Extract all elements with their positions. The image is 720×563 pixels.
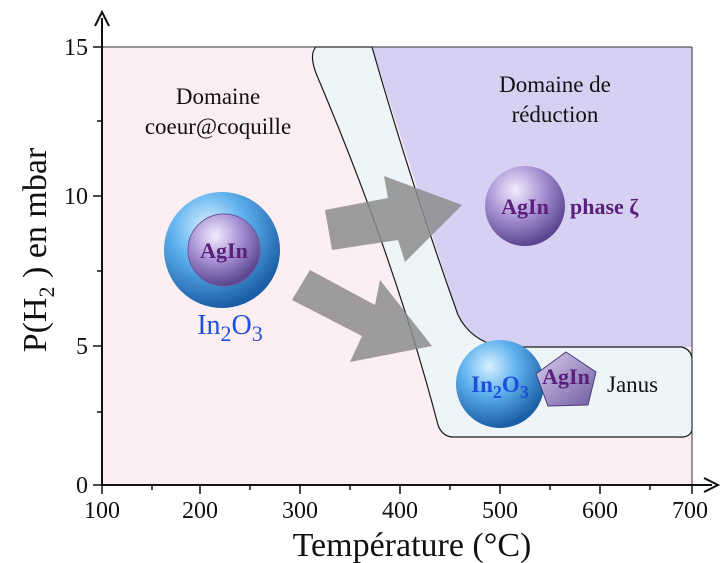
y-tick-label: 10 <box>64 184 88 210</box>
x-tick-label: 600 <box>582 498 618 524</box>
x-tick-label: 700 <box>672 498 708 524</box>
y-tick-label: 0 <box>76 473 88 499</box>
janus-label: Janus <box>607 372 658 397</box>
janus-oxide-label: In2O3 <box>471 372 529 402</box>
reduction-label-line1: Domaine de <box>499 72 611 97</box>
core-shell-label-line1: Domaine <box>176 84 260 109</box>
reduced-agin-label: AgIn <box>501 194 549 219</box>
agin-zeta-sphere <box>485 166 565 246</box>
arrow-icon <box>325 176 462 262</box>
x-tick-label: 500 <box>482 498 518 524</box>
x-tick-label: 200 <box>182 498 218 524</box>
x-tick-label: 300 <box>282 498 318 524</box>
x-tick-label: 100 <box>84 498 120 524</box>
janus-agin-pentagon <box>535 351 597 407</box>
reduction-label-line2: réduction <box>512 102 599 127</box>
y-axis-title: P(H2 ) en mbar <box>17 147 59 352</box>
phase-zeta-label: phase ζ <box>570 194 639 219</box>
janus-agin-label: AgIn <box>542 364 590 389</box>
y-axis-arrow-icon <box>94 9 110 27</box>
janus-oxide-sphere <box>456 340 544 428</box>
x-tick-label: 400 <box>382 498 418 524</box>
arrow-icon <box>292 270 432 362</box>
y-tick-label: 15 <box>64 35 88 61</box>
agin-core-sphere <box>187 213 261 287</box>
core-label: AgIn <box>200 238 248 263</box>
oxide-label: In2O3 <box>197 310 263 346</box>
x-axis-title: Température (°C) <box>293 527 532 563</box>
core-shell-label-line2: coeur@coquille <box>145 114 291 139</box>
x-axis-arrow-icon <box>703 477 720 493</box>
y-tick-label: 5 <box>76 334 88 360</box>
